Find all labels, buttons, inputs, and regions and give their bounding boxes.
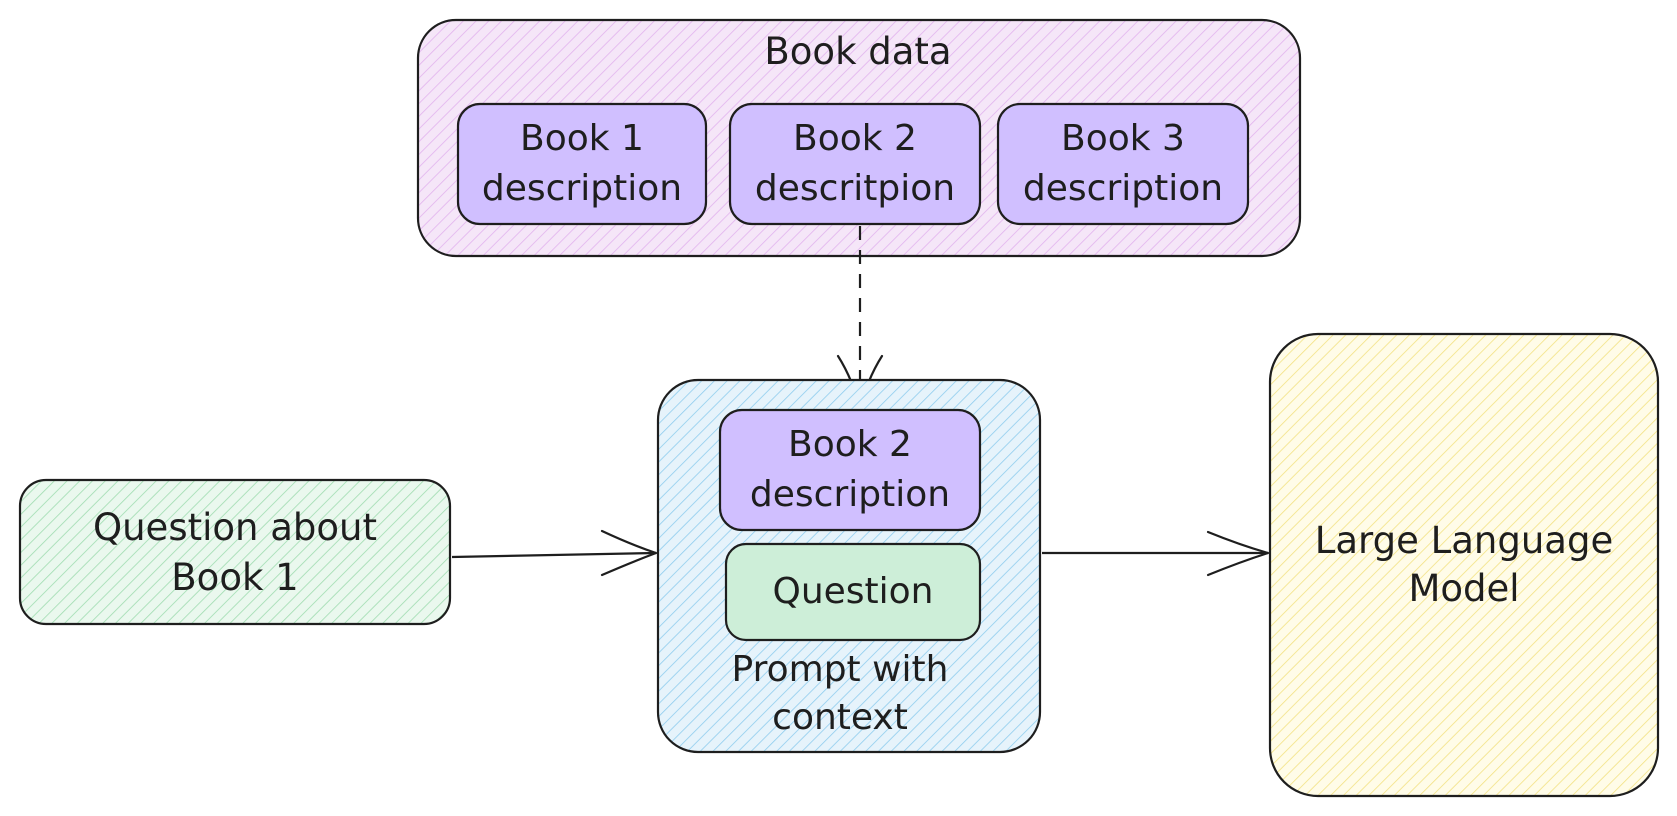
question-to-prompt-arrow	[451, 529, 658, 577]
llm-label-line1: Large Language	[1315, 519, 1613, 562]
question-label-line1: Question about	[93, 506, 377, 549]
llm-label-line2: Model	[1408, 567, 1519, 610]
question-arrow-head	[600, 529, 658, 577]
book-2-card: Book 2 descritpion	[728, 102, 982, 226]
book-data-title: Book data	[764, 30, 951, 73]
llm-box	[1268, 332, 1660, 798]
book-2-box	[728, 102, 982, 226]
question-box	[18, 478, 452, 626]
book-1-box	[456, 102, 708, 226]
book-1-card: Book 1 description	[456, 102, 708, 226]
book-1-label-line1: Book 1	[520, 118, 644, 159]
context-label-line1: Book 2	[788, 424, 912, 465]
prompt-to-llm-arrow	[1042, 530, 1270, 577]
prompt-question-box	[724, 542, 982, 642]
context-label-line2: description	[750, 474, 950, 515]
question-group: Question about Book 1	[18, 478, 452, 626]
context-book-2-box	[718, 408, 982, 532]
llm-group: Large Language Model	[1268, 332, 1660, 798]
prompt-group: Book 2 description Question Prompt with …	[656, 378, 1042, 754]
book-3-box	[996, 102, 1250, 226]
book-1-label-line2: description	[482, 168, 682, 209]
prompt-question-label: Question	[772, 571, 933, 612]
question-arrow-shaft	[451, 551, 657, 559]
book-2-label-line1: Book 2	[793, 118, 917, 159]
book-3-label-line2: description	[1023, 168, 1223, 209]
book-2-label-line2: descritpion	[755, 168, 955, 209]
prompt-caption-line1: Prompt with	[732, 649, 949, 690]
book-3-card: Book 3 description	[996, 102, 1250, 226]
prompt-caption-line2: context	[772, 697, 908, 738]
question-label-line2: Book 1	[171, 556, 298, 599]
llm-arrow-head	[1206, 530, 1270, 577]
book-data-group: Book data Book 1 description Book 2 desc…	[416, 18, 1302, 258]
book-3-label-line1: Book 3	[1061, 118, 1185, 159]
